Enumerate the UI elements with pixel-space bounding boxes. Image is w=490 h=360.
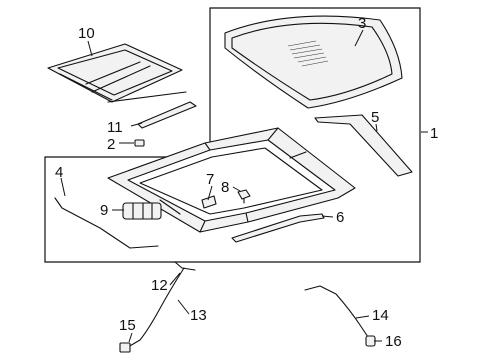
glass-glare-hatch (287, 40, 329, 67)
callout-16: 16 (385, 333, 402, 350)
callout-14: 14 (372, 307, 389, 324)
callout-4: 4 (55, 164, 63, 181)
bracket (201, 195, 217, 209)
sunshade (47, 43, 187, 103)
weatherstrip (137, 101, 197, 129)
sunroof-frame (107, 127, 356, 233)
glass-panel (224, 15, 403, 109)
callout-15: 15 (119, 317, 136, 334)
callout-8: 8 (221, 179, 229, 196)
drain-hose-rear (304, 285, 371, 341)
clip (134, 139, 145, 147)
deflector (314, 114, 413, 177)
grommet (365, 335, 376, 347)
drain-hose-left (54, 197, 159, 249)
callout-5: 5 (371, 109, 379, 126)
callout-13: 13 (190, 307, 207, 324)
callout-10: 10 (78, 25, 95, 42)
callout-11: 11 (107, 119, 123, 136)
callout-7: 7 (206, 171, 214, 188)
drain-hose-front (119, 261, 196, 353)
leader-lines (60, 29, 428, 343)
callout-3: 3 (358, 15, 366, 32)
callout-12: 12 (151, 277, 168, 294)
callout-2: 2 (107, 136, 115, 153)
callout-6: 6 (336, 209, 344, 226)
callout-9: 9 (100, 202, 108, 219)
guide-rail (231, 213, 325, 243)
sunroof-motor (122, 202, 162, 220)
bolt (237, 189, 251, 204)
callout-1: 1 (430, 125, 438, 142)
